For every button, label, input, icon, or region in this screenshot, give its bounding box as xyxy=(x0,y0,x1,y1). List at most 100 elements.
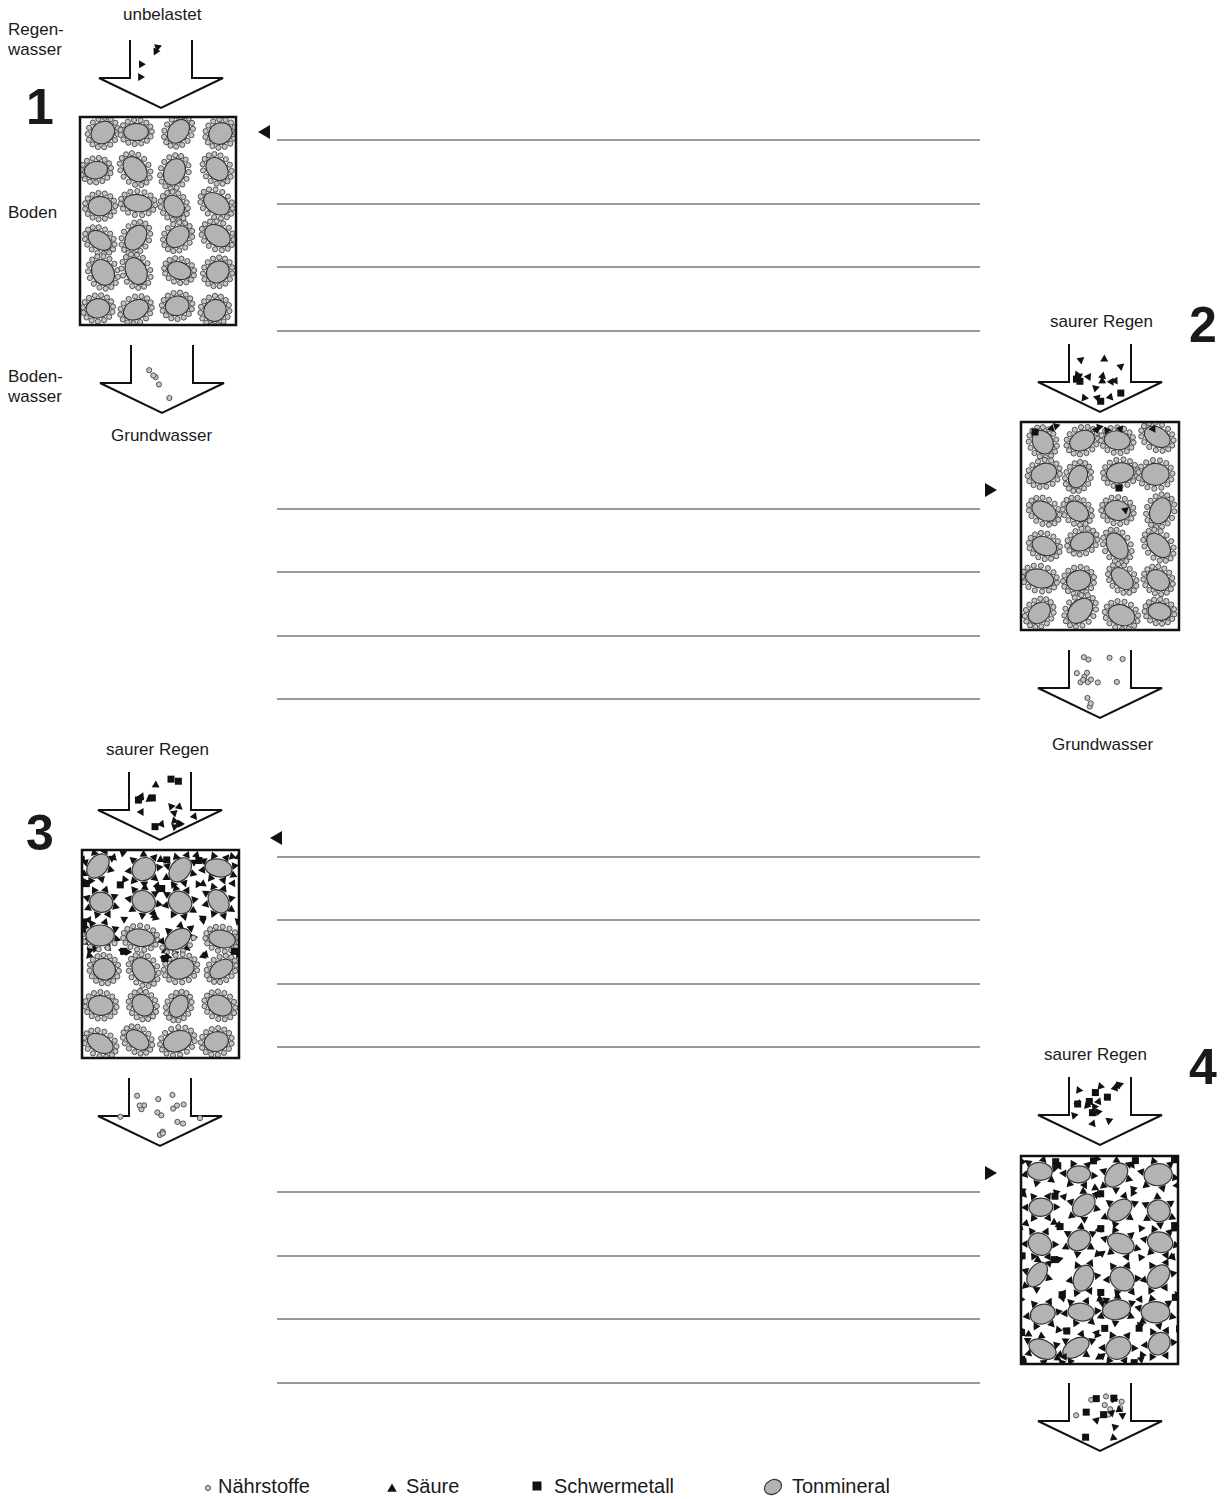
nutrient-symbol xyxy=(165,226,170,231)
nutrient-symbol xyxy=(1139,434,1144,439)
acid-symbol xyxy=(1092,1330,1100,1338)
nutrient-symbol xyxy=(175,316,180,321)
nutrient-symbol xyxy=(1085,593,1090,598)
flow-arrow xyxy=(99,40,223,108)
nutrient-symbol xyxy=(201,168,206,173)
nutrient-symbol xyxy=(149,129,154,134)
acid-symbol xyxy=(1062,1328,1070,1335)
clay-mineral xyxy=(1102,529,1133,563)
nutrient-symbol xyxy=(1127,500,1132,505)
nutrient-symbol xyxy=(1095,537,1100,542)
nutrient-symbol xyxy=(1114,457,1119,462)
acid-symbol xyxy=(1025,1330,1033,1337)
acid-symbol xyxy=(163,892,171,899)
heavy-metal-symbol xyxy=(1092,1089,1099,1096)
nutrient-symbol xyxy=(146,280,151,285)
label-text: Grundwasser xyxy=(1052,735,1153,755)
nutrient-symbol xyxy=(230,206,235,211)
nutrient-symbol xyxy=(145,261,150,266)
acid-symbol xyxy=(94,911,102,919)
acid-symbol xyxy=(1150,1328,1157,1336)
nutrient-symbol xyxy=(1127,590,1132,595)
clay-mineral xyxy=(1144,1328,1175,1359)
nutrient-symbol xyxy=(122,247,127,252)
acid-symbol xyxy=(1091,1171,1098,1179)
nutrient-symbol xyxy=(184,200,189,205)
nutrient-symbol xyxy=(206,123,211,128)
nutrient-symbol xyxy=(109,284,114,289)
nutrient-symbol xyxy=(188,277,193,282)
acid-symbol xyxy=(1076,1086,1083,1094)
nutrient-symbol xyxy=(1046,588,1051,593)
flow-arrow xyxy=(98,1078,222,1146)
acid-symbol xyxy=(1045,1298,1052,1306)
nutrient-symbol xyxy=(1031,483,1036,488)
heavy-metal-symbol xyxy=(1097,1190,1104,1197)
nutrient-symbol xyxy=(227,277,232,282)
acid-symbol xyxy=(1155,1323,1163,1331)
nutrient-symbol xyxy=(91,991,96,996)
nutrient-symbol xyxy=(142,190,147,195)
heavy-metal-symbol xyxy=(149,794,156,801)
nutrient-symbol xyxy=(163,1005,168,1010)
nutrient-symbol xyxy=(99,293,104,298)
nutrient-symbol xyxy=(201,238,206,243)
nutrient-symbol xyxy=(132,294,137,299)
nutrient-symbol xyxy=(180,1121,185,1126)
nutrient-symbol xyxy=(124,1026,129,1031)
nutrient-symbol xyxy=(132,990,137,995)
nutrient-symbol xyxy=(1025,565,1030,570)
nutrient-symbol xyxy=(1103,1394,1108,1399)
nutrient-symbol xyxy=(125,119,130,124)
nutrient-symbol xyxy=(205,1009,210,1014)
nutrient-symbol xyxy=(143,989,148,994)
nutrient-symbol xyxy=(1071,521,1076,526)
nutrient-symbol xyxy=(221,1050,226,1055)
nutrient-symbol xyxy=(138,118,143,123)
writing-line xyxy=(277,508,980,509)
nutrient-symbol xyxy=(1100,470,1105,475)
nutrient-symbol xyxy=(136,152,141,157)
nutrient-symbol xyxy=(185,206,190,211)
acid-symbol xyxy=(1139,1275,1147,1283)
nutrient-symbol xyxy=(1110,563,1115,568)
nutrient-symbol xyxy=(110,309,115,314)
nutrient-symbol xyxy=(1115,588,1120,593)
nutrient-symbol xyxy=(96,155,101,160)
acid-symbol xyxy=(1167,1201,1175,1208)
nutrient-symbol xyxy=(164,140,169,145)
acid-symbol xyxy=(112,926,120,933)
nutrient-symbol xyxy=(180,952,185,957)
acid-symbol xyxy=(139,60,146,68)
nutrient-symbol xyxy=(161,297,166,302)
label-text: Boden xyxy=(8,203,57,223)
acid-symbol xyxy=(175,802,183,810)
nutrient-symbol xyxy=(1051,570,1056,575)
acid-symbol xyxy=(141,883,149,890)
nutrient-symbol xyxy=(89,1028,94,1033)
acid-symbol xyxy=(191,896,199,904)
nutrient-symbol xyxy=(1067,623,1072,628)
nutrient-symbol xyxy=(86,994,91,999)
clay-mineral xyxy=(1103,1195,1136,1226)
nutrient-symbol xyxy=(148,311,153,316)
nutrient-symbol xyxy=(1158,597,1163,602)
nutrient-symbol xyxy=(1129,549,1134,554)
acid-symbol xyxy=(124,895,131,903)
nutrient-symbol xyxy=(157,173,162,178)
nutrient-symbol xyxy=(179,989,184,994)
acid-symbol xyxy=(1087,1317,1095,1325)
nutrient-symbol xyxy=(227,994,232,999)
acid-symbol xyxy=(1158,1185,1166,1193)
heavy-metal-symbol xyxy=(1110,1395,1117,1402)
nutrient-symbol xyxy=(149,305,154,310)
nutrient-symbol xyxy=(1029,498,1034,503)
nutrient-symbol xyxy=(1024,619,1029,624)
nutrient-symbol xyxy=(165,999,170,1004)
nutrient-symbol xyxy=(1052,501,1057,506)
nutrient-symbol xyxy=(1162,566,1167,571)
nutrient-symbol xyxy=(226,302,231,307)
acid-symbol xyxy=(1059,1193,1067,1201)
nutrient-symbol xyxy=(160,237,165,242)
acid-symbol xyxy=(92,886,99,894)
